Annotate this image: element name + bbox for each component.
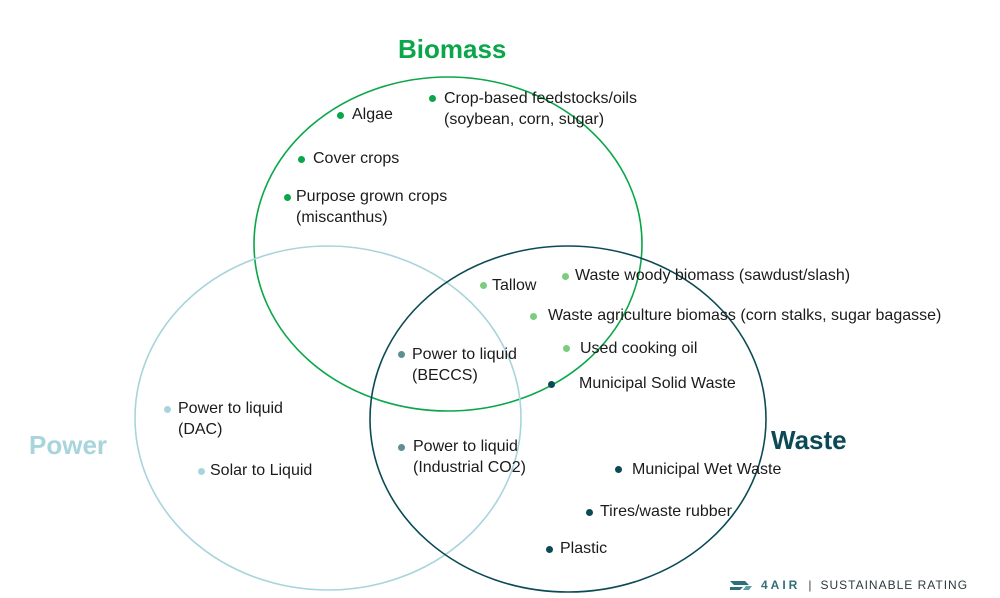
- algae-bullet: [336, 111, 344, 119]
- ptl-beccs-bullet: [397, 350, 405, 358]
- waste-agri-bullet: [529, 312, 537, 320]
- ptl-industrial-line-1: Power to liquid: [413, 438, 518, 455]
- ptl-dac-line-2: (DAC): [178, 421, 223, 438]
- power-circle: [134, 245, 522, 591]
- crop-based-label: Crop-based feedstocks/oils (soybean, corn…: [444, 88, 637, 130]
- used-cooking-oil-bullet: [562, 344, 570, 352]
- tallow-line-1: Tallow: [492, 277, 537, 294]
- purpose-grown-line-2: (miscanthus): [296, 209, 388, 226]
- waste-woody-line-1: Waste woody biomass (sawdust/slash): [575, 267, 851, 284]
- cover-crops-bullet: [297, 155, 305, 163]
- ptl-dac-label: Power to liquid (DAC): [178, 398, 283, 440]
- ptl-industrial-line-2: (Industrial CO2): [413, 459, 526, 476]
- waste-title: Waste: [771, 425, 847, 455]
- crop-based-line-1: Crop-based feedstocks/oils: [444, 90, 637, 107]
- plastic-line-1: Plastic: [560, 540, 608, 557]
- tires-label: Tires/waste rubber: [600, 501, 732, 522]
- tallow-label: Tallow: [492, 275, 536, 296]
- biomass-title: Biomass: [398, 34, 507, 64]
- municipal-wet-bullet: [614, 465, 622, 473]
- municipal-solid-line-1: Municipal Solid Waste: [579, 375, 736, 392]
- ptl-beccs-line-2: (BECCS): [412, 367, 478, 384]
- footer-tagline: SUSTAINABLE RATING: [820, 578, 969, 592]
- municipal-wet-line-1: Municipal Wet Waste: [632, 461, 782, 478]
- footer-separator: |: [808, 578, 813, 592]
- waste-agri-label: Waste agriculture biomass (corn stalks, …: [548, 305, 941, 326]
- power-title: Power: [29, 430, 108, 460]
- footer-brand: 4AIR: [761, 578, 801, 592]
- solar-label: Solar to Liquid: [210, 460, 312, 481]
- crop-based-bullet: [428, 94, 436, 102]
- purpose-grown-line-1: Purpose grown crops: [296, 188, 448, 205]
- used-cooking-oil-label: Used cooking oil: [580, 338, 697, 359]
- ptl-industrial-label: Power to liquid (Industrial CO2): [413, 436, 526, 478]
- municipal-solid-label: Municipal Solid Waste: [579, 373, 736, 394]
- waste-woody-bullet: [561, 272, 569, 280]
- tires-bullet: [585, 508, 593, 516]
- ptl-industrial-bullet: [397, 443, 405, 451]
- municipal-solid-bullet: [547, 380, 555, 388]
- waste-circle: [369, 245, 767, 593]
- ptl-dac-line-1: Power to liquid: [178, 400, 283, 417]
- crop-based-line-2: (soybean, corn, sugar): [444, 111, 605, 128]
- municipal-wet-label: Municipal Wet Waste: [632, 459, 781, 480]
- ptl-dac-bullet: [163, 405, 171, 413]
- ptl-beccs-line-1: Power to liquid: [412, 346, 517, 363]
- purpose-grown-bullet: [283, 193, 291, 201]
- used-cooking-oil-line-1: Used cooking oil: [580, 340, 698, 357]
- solar-line-1: Solar to Liquid: [210, 462, 313, 479]
- waste-agri-line-1: Waste agriculture biomass (corn stalks, …: [548, 307, 942, 324]
- tallow-bullet: [479, 281, 487, 289]
- waste-woody-label: Waste woody biomass (sawdust/slash): [575, 265, 850, 286]
- 4air-wing-logo-icon: [730, 581, 752, 590]
- algae-label: Algae: [352, 104, 393, 125]
- ptl-beccs-label: Power to liquid (BECCS): [412, 344, 517, 386]
- purpose-grown-label: Purpose grown crops (miscanthus): [296, 186, 447, 228]
- tires-line-1: Tires/waste rubber: [600, 503, 732, 520]
- footer: 4AIR | SUSTAINABLE RATING: [729, 576, 968, 594]
- plastic-bullet: [545, 545, 553, 553]
- solar-bullet: [197, 467, 205, 475]
- cover-crops-label: Cover crops: [313, 148, 399, 169]
- plastic-label: Plastic: [560, 538, 607, 559]
- cover-crops-line-1: Cover crops: [313, 150, 400, 167]
- algae-line-1: Algae: [352, 106, 393, 123]
- biomass-circle: [253, 76, 643, 412]
